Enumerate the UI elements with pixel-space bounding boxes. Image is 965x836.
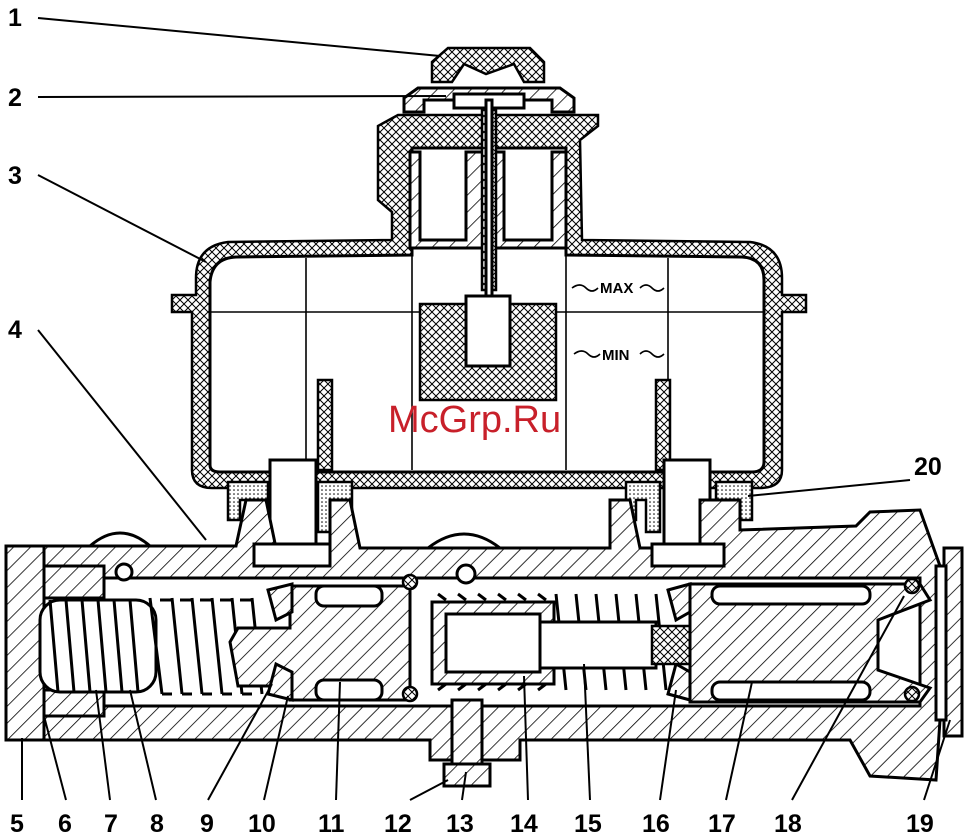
callout-1: 1 (8, 4, 22, 32)
cap-top (432, 48, 544, 82)
callout-11: 11 (318, 810, 345, 836)
callout-3: 3 (8, 162, 22, 190)
callout-5: 5 (10, 810, 24, 836)
end-plug (6, 546, 44, 740)
watermark: McGrp.Ru (388, 399, 561, 441)
callout-4: 4 (8, 316, 22, 344)
callout-9: 9 (200, 810, 214, 836)
callout-7: 7 (104, 810, 118, 836)
callout-18: 18 (774, 810, 802, 836)
callout-6: 6 (58, 810, 72, 836)
callout-10: 10 (248, 810, 276, 836)
callout-19: 19 (906, 810, 934, 836)
callout-15: 15 (574, 810, 602, 836)
callout-17: 17 (708, 810, 736, 836)
screw-head (444, 764, 490, 786)
callout-14: 14 (510, 810, 538, 836)
callout-20: 20 (914, 453, 942, 481)
callout-12: 12 (384, 810, 412, 836)
level-min: MIN (602, 347, 630, 364)
piston-rod (540, 622, 656, 668)
callout-2: 2 (8, 84, 22, 112)
bypass-screw (452, 700, 482, 764)
callout-8: 8 (150, 810, 164, 836)
callout-13: 13 (446, 810, 474, 836)
callout-16: 16 (642, 810, 670, 836)
level-max: MAX (600, 280, 633, 297)
